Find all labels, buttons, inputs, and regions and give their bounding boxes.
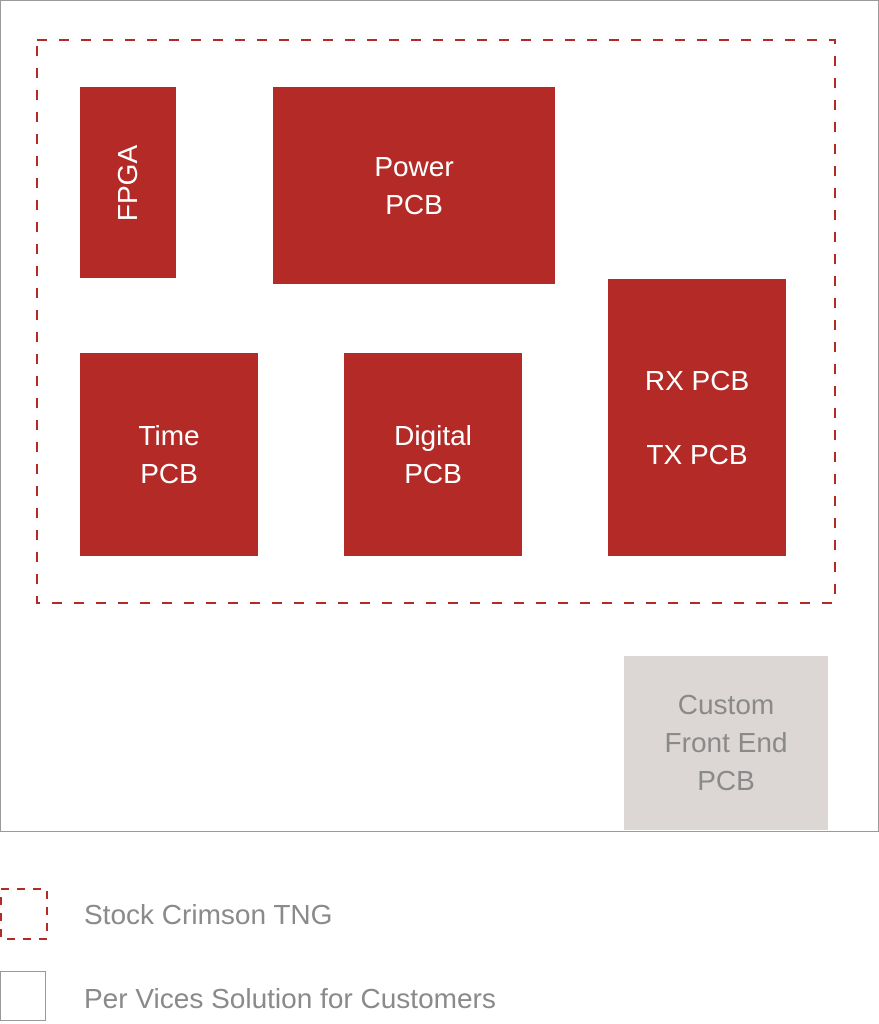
legend-solution-label: Per Vices Solution for Customers bbox=[84, 983, 496, 1014]
custom-label-line3: PCB bbox=[697, 765, 755, 796]
time-pcb-block: Time PCB bbox=[80, 353, 258, 556]
custom-label-line2: Front End bbox=[664, 727, 788, 758]
time-label-line2: PCB bbox=[140, 457, 198, 489]
rx-label: RX PCB bbox=[644, 364, 750, 396]
digital-label-line1: Digital bbox=[394, 419, 472, 451]
legend-stock-label: Stock Crimson TNG bbox=[84, 899, 333, 930]
digital-label-line2: PCB bbox=[404, 457, 462, 489]
tx-label: TX PCB bbox=[646, 438, 748, 470]
time-label-line1: Time bbox=[138, 419, 200, 451]
fpga-block: FPGA bbox=[80, 87, 176, 278]
digital-pcb-block: Digital PCB bbox=[344, 353, 522, 556]
custom-front-end-pcb-block: Custom Front End PCB bbox=[624, 656, 828, 830]
rx-tx-pcb-block: RX PCB TX PCB bbox=[608, 279, 786, 556]
custom-label-line1: Custom bbox=[677, 689, 775, 720]
legend-solid-swatch bbox=[0, 971, 46, 1021]
stock-crimson-boundary bbox=[36, 39, 836, 604]
legend-dashed-swatch bbox=[0, 888, 48, 940]
power-pcb-block: Power PCB bbox=[273, 87, 555, 284]
power-label-line1: Power bbox=[374, 150, 454, 182]
power-label-line2: PCB bbox=[385, 188, 443, 220]
fpga-label: FPGA bbox=[111, 144, 143, 221]
